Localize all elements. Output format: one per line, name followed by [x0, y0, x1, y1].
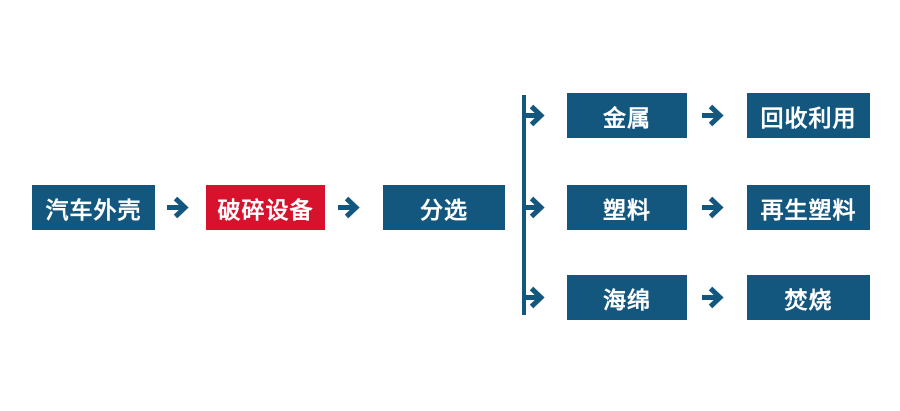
flow-node-metal: 金属	[567, 93, 687, 138]
arrow-right-icon	[702, 196, 724, 219]
flow-node-sorting: 分选	[383, 185, 505, 230]
arrow-right-icon	[167, 196, 189, 219]
arrow-right-icon	[523, 286, 545, 309]
arrow-right-icon	[702, 104, 724, 127]
arrow-right-icon	[523, 196, 545, 219]
flow-node-crusher: 破碎设备	[206, 185, 325, 230]
flow-node-incineration: 焚烧	[747, 275, 870, 320]
flow-node-sponge: 海绵	[567, 275, 687, 320]
flow-node-recycled-plastic: 再生塑料	[747, 185, 870, 230]
flow-node-recycling: 回收利用	[747, 93, 870, 138]
arrow-right-icon	[523, 104, 545, 127]
flow-node-plastic: 塑料	[567, 185, 687, 230]
arrow-right-icon	[702, 286, 724, 309]
flow-node-car-shell: 汽车外壳	[32, 185, 155, 230]
arrow-right-icon	[338, 196, 360, 219]
